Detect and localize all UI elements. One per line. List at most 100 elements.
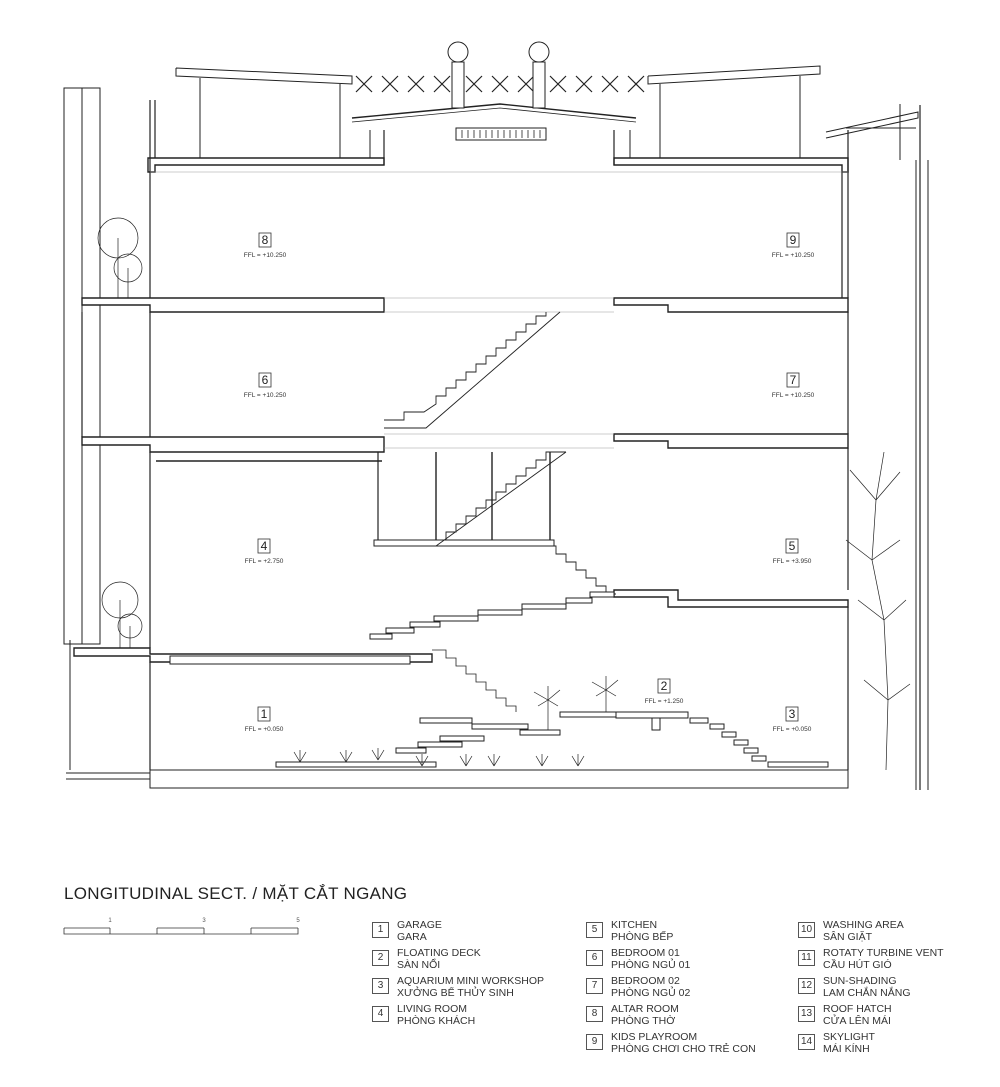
room-ffl: FFL = +0.050 — [773, 726, 812, 733]
legend-label-vi: SÂN GIẶT — [823, 930, 873, 943]
room-labels: 8 FFL = +10.250 9 FFL = +10.250 6 FFL = … — [244, 232, 815, 733]
room-ffl: FFL = +10.250 — [244, 392, 287, 399]
turbine-vent-icon — [447, 41, 550, 109]
tree-icon — [97, 217, 911, 771]
legend-label-vi: CẦU HÚT GIÓ — [823, 958, 892, 971]
roof-cross-bracing — [355, 75, 645, 93]
glass-partitions — [373, 452, 555, 547]
room-label: 6 FFL = +10.250 — [244, 372, 287, 399]
legend-label-vi: PHÒNG NGỦ 02 — [611, 986, 691, 999]
legend-number: 6 — [586, 950, 603, 966]
legend-number: 2 — [372, 950, 389, 966]
room-number: 5 — [789, 539, 796, 553]
room-number: 7 — [790, 373, 797, 387]
room-number: 6 — [262, 373, 269, 387]
walls — [81, 100, 849, 770]
room-number: 4 — [261, 539, 268, 553]
room-label: 8 FFL = +10.250 — [244, 232, 287, 259]
legend-label-vi: PHÒNG THỜ — [611, 1014, 676, 1027]
legend-label-vi: PHÒNG NGỦ 01 — [611, 958, 691, 971]
floor-slabs — [73, 157, 849, 663]
scale-label: 3 — [202, 918, 206, 924]
legend-number: 14 — [798, 1034, 815, 1050]
legend-label-en: AQUARIUM MINI WORKSHOP — [397, 975, 545, 987]
longitudinal-section-drawing: 8 FFL = +10.250 9 FFL = +10.250 6 FFL = … — [63, 41, 929, 790]
legend-number: 7 — [586, 978, 603, 994]
legend-number: 13 — [798, 1006, 815, 1022]
legend-label-en: SUN-SHADING — [823, 975, 897, 987]
legend-label-vi: LAM CHẮN NẮNG — [823, 986, 911, 999]
room-ffl: FFL = +2.750 — [245, 558, 284, 565]
legend-label-en: FLOATING DECK — [397, 947, 481, 959]
legend-label-en: LIVING ROOM — [397, 1003, 468, 1015]
legend-number: 5 — [586, 922, 603, 938]
room-number: 8 — [262, 233, 269, 247]
legend-number: 1 — [372, 922, 389, 938]
legend-label-vi: CỬA LÊN MÁI — [823, 1014, 891, 1027]
legend-number: 3 — [372, 978, 389, 994]
room-ffl: FFL = +0.050 — [245, 726, 284, 733]
legend-label-en: GARAGE — [397, 919, 442, 931]
legend-label-vi: PHÒNG CHƠI CHO TRẺ CON — [611, 1042, 756, 1055]
legend-number: 10 — [798, 922, 815, 938]
legend-label-en: SKYLIGHT — [823, 1031, 875, 1043]
legend-label-en: KITCHEN — [611, 919, 658, 931]
room-ffl: FFL = +1.250 — [645, 698, 684, 705]
room-number: 3 — [789, 707, 796, 721]
legend-label-vi: MÁI KÍNH — [823, 1042, 870, 1055]
staircase-lower — [432, 649, 517, 712]
stair-core-lines — [150, 171, 848, 449]
room-ffl: FFL = +10.250 — [772, 392, 815, 399]
room-ffl: FFL = +10.250 — [772, 252, 815, 259]
room-ffl: FFL = +10.250 — [244, 252, 287, 259]
legend-number: 11 — [798, 950, 815, 966]
legend-label-en: ROTATY TURBINE VENT — [823, 947, 944, 959]
scale-label: 1 — [108, 918, 112, 924]
legend-label-vi: SÀN NỔI — [397, 958, 441, 971]
room-number: 1 — [261, 707, 268, 721]
drawing-title: LONGITUDINAL SECT. / MẶT CẮT NGANG — [64, 884, 408, 903]
scale-bar: 1 3 5 — [63, 918, 300, 935]
plant-icon — [293, 676, 619, 767]
scale-label: 5 — [296, 918, 300, 924]
room-label: 2 FFL = +1.250 — [645, 678, 684, 705]
legend-label-vi: GARA — [397, 930, 427, 943]
legend-label-vi: PHÒNG KHÁCH — [397, 1014, 476, 1027]
legend-label-vi: XƯỞNG BỂ THỦY SINH — [397, 986, 514, 999]
room-label: 4 FFL = +2.750 — [245, 538, 284, 565]
legend-label-en: KIDS PLAYROOM — [611, 1031, 698, 1043]
legend-label-en: BEDROOM 01 — [611, 947, 680, 959]
room-label: 9 FFL = +10.250 — [772, 232, 815, 259]
legend-number: 4 — [372, 1006, 389, 1022]
legend-label-en: BEDROOM 02 — [611, 975, 680, 987]
legend-number: 9 — [586, 1034, 603, 1050]
legend-label-en: ALTAR ROOM — [611, 1003, 679, 1015]
room-ffl: FFL = +3.950 — [773, 558, 812, 565]
legend-label-vi: PHÒNG BẾP — [611, 930, 674, 943]
legend-label-en: ROOF HATCH — [823, 1003, 892, 1015]
staircase-upper — [384, 311, 616, 595]
roof-vent-grille — [461, 130, 541, 138]
room-label: 5 FFL = +3.950 — [773, 538, 812, 565]
legend-label-en: WASHING AREA — [823, 919, 904, 931]
room-label: 1 FFL = +0.050 — [245, 706, 284, 733]
room-number: 9 — [790, 233, 797, 247]
floating-stair-steps — [169, 591, 829, 768]
legend-number: 8 — [586, 1006, 603, 1022]
roof-structure — [175, 65, 919, 160]
room-label: 3 FFL = +0.050 — [773, 706, 812, 733]
